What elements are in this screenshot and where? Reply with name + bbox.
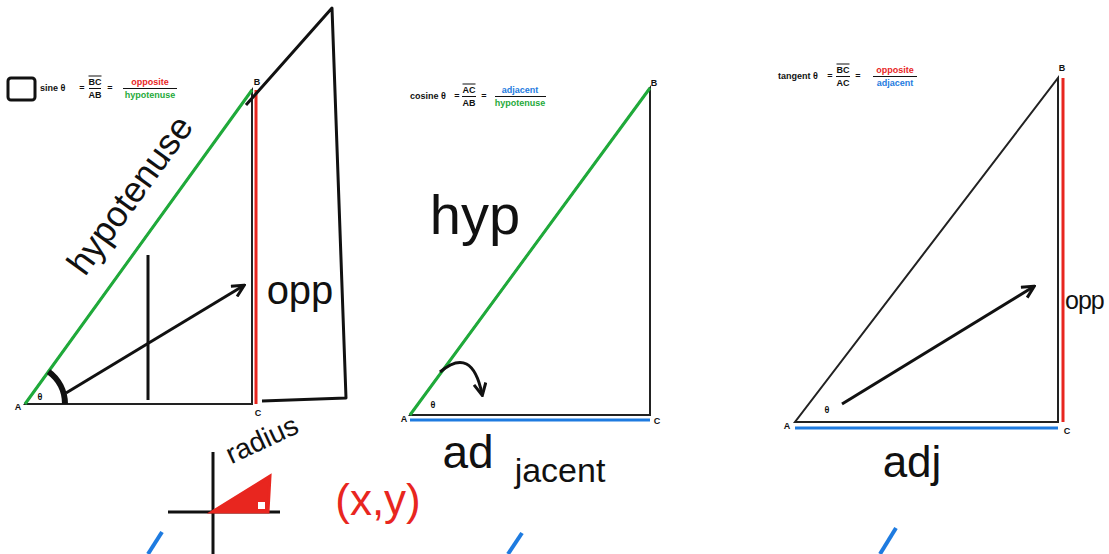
- handwritten-note: adj: [883, 440, 942, 484]
- handwritten-box: [8, 78, 35, 100]
- formula-text: =: [454, 92, 459, 101]
- triangle-outline: [410, 88, 650, 415]
- formula-text: AB: [89, 91, 102, 100]
- triangle-outline: [795, 78, 1058, 422]
- opposite-side: [255, 90, 258, 404]
- formula-text: cosine θ: [410, 92, 446, 101]
- fraction-bar: [873, 76, 917, 77]
- fraction-bar: [89, 88, 101, 89]
- axis-line: [212, 452, 215, 554]
- radius-triangle: [212, 476, 270, 512]
- formula-text: adjacent: [502, 86, 539, 95]
- handwritten-arrow: [440, 362, 482, 394]
- handwritten-stroke: [880, 528, 896, 554]
- triangle-outline: [25, 90, 252, 404]
- handwritten-stroke: [148, 532, 162, 554]
- formula-text: hypotenuse: [495, 99, 546, 108]
- handwritten-note: opp: [267, 270, 334, 310]
- vertex-label: C: [1064, 427, 1071, 436]
- handwritten-stroke: [147, 255, 150, 400]
- handwritten-note: ad: [442, 429, 493, 475]
- formula-text: =: [827, 72, 832, 81]
- handwritten-note: hyp: [430, 187, 520, 243]
- formula-text: opposite: [876, 66, 914, 75]
- handwritten-note: (x,y): [335, 478, 421, 522]
- formula-text: adjacent: [877, 79, 914, 88]
- formula-text: AC: [837, 79, 850, 88]
- angle-label: θ: [38, 393, 43, 402]
- vertex-label: A: [15, 403, 22, 412]
- formula-text: AC: [463, 86, 476, 95]
- formula-text: =: [79, 84, 84, 93]
- vertex-label: C: [255, 409, 262, 418]
- formula-text: hypotenuse: [125, 91, 176, 100]
- formula-text: sine θ: [40, 84, 65, 93]
- formula-text: =: [107, 84, 112, 93]
- vertex-label: A: [784, 422, 791, 431]
- handwritten-arrow: [842, 287, 1033, 404]
- formula-text: BC: [89, 78, 102, 87]
- fraction-bar: [462, 96, 476, 97]
- hypotenuse-side: [25, 90, 252, 404]
- handwritten-note: opp: [1065, 288, 1104, 313]
- formula-text: BC: [837, 66, 850, 75]
- angle-label: θ: [431, 401, 436, 410]
- formula-text: opposite: [131, 78, 169, 87]
- fraction-bar: [495, 96, 546, 97]
- adjacent-side: [795, 427, 1058, 430]
- formula-text: tangent θ: [778, 72, 818, 81]
- vertex-label: B: [651, 79, 658, 88]
- formula-text: AB: [463, 99, 476, 108]
- opposite-side: [1062, 78, 1065, 422]
- handwritten-stroke: [508, 533, 522, 554]
- handwritten-outline: [246, 8, 346, 401]
- adjacent-side: [410, 419, 650, 422]
- handwritten-arrow: [66, 286, 243, 393]
- vertex-label: A: [401, 415, 408, 424]
- right-angle-mark: [258, 502, 265, 509]
- vertex-label: B: [1059, 64, 1066, 73]
- angle-arc: [49, 372, 66, 404]
- formula-text: =: [481, 92, 486, 101]
- handwritten-note: jacent: [515, 453, 606, 487]
- formula-text: =: [855, 72, 860, 81]
- handwritten-note: radius: [222, 411, 303, 469]
- fraction-bar: [123, 88, 177, 89]
- angle-label: θ: [825, 406, 830, 415]
- hypotenuse-side: [410, 88, 650, 415]
- fraction-bar: [836, 76, 850, 77]
- handwritten-note: hypotenuse: [61, 109, 200, 281]
- vertex-label: B: [254, 78, 261, 87]
- vertex-label: C: [654, 417, 661, 426]
